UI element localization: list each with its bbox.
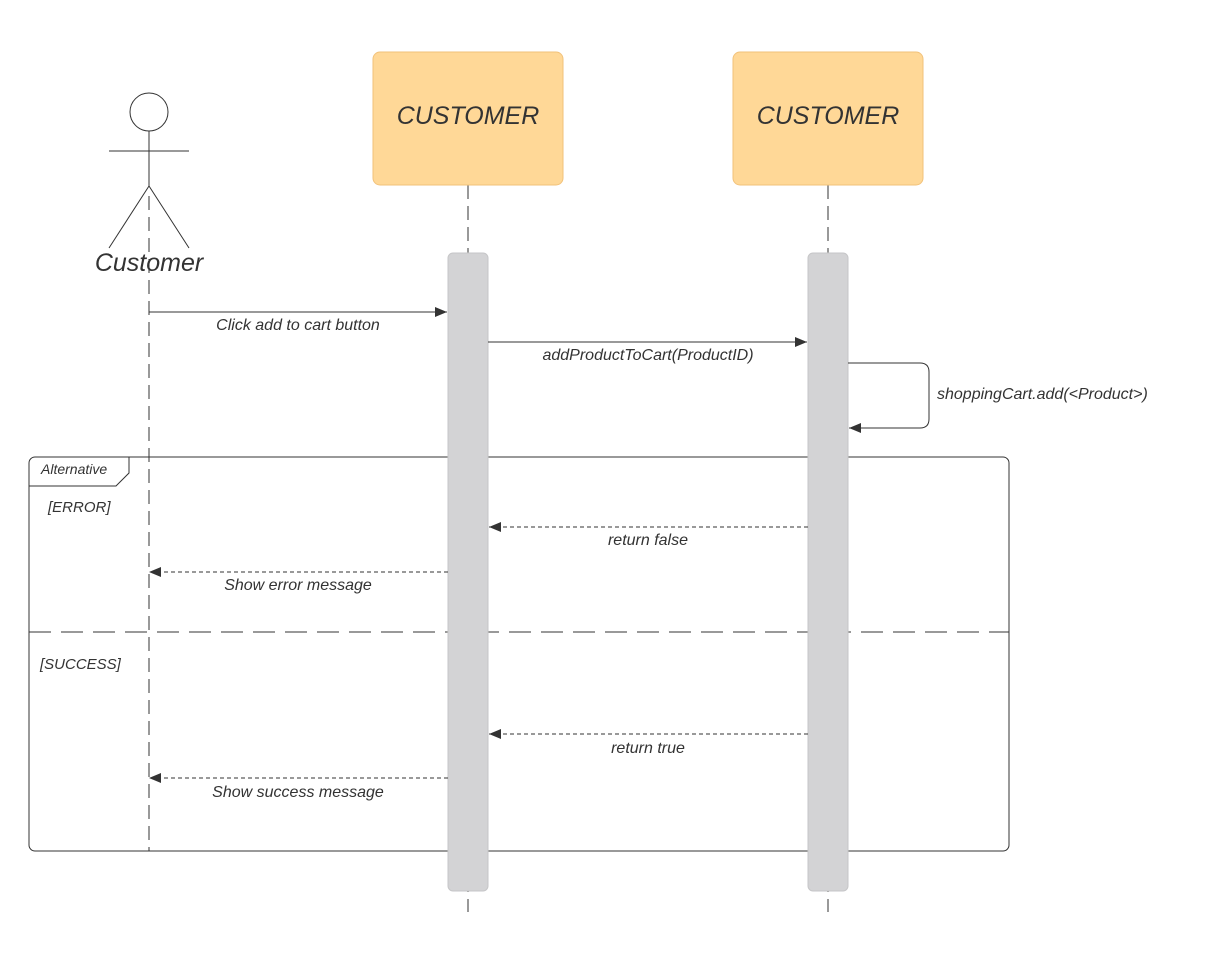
message-show-success: Show success message bbox=[149, 773, 448, 801]
participant-1-head bbox=[372, 51, 564, 186]
message-label: return false bbox=[608, 532, 688, 549]
participant-2: CUSTOMER bbox=[732, 51, 924, 912]
message-show-error: Show error message bbox=[149, 567, 448, 594]
message-add-product: addProductToCart(ProductID) bbox=[488, 337, 807, 364]
participant-2-label: CUSTOMER bbox=[757, 102, 900, 130]
alt-frame-label: Alternative bbox=[40, 461, 107, 477]
actor-name: Customer bbox=[95, 249, 205, 277]
message-label: Click add to cart button bbox=[216, 317, 380, 334]
participant-2-activation-bar bbox=[807, 252, 849, 892]
alt-frame-border bbox=[28, 456, 1010, 852]
message-label: Show success message bbox=[212, 784, 384, 801]
alt-fragment: Alternative [ERROR] [SUCCESS] bbox=[28, 456, 1010, 852]
participant-1-label: CUSTOMER bbox=[397, 102, 540, 130]
message-return-false: return false bbox=[489, 522, 808, 549]
guard-success: [SUCCESS] bbox=[39, 656, 122, 673]
participant-1: CUSTOMER bbox=[372, 51, 564, 912]
guard-error: [ERROR] bbox=[47, 499, 111, 516]
alt-frame-tab bbox=[29, 457, 130, 487]
message-label: return true bbox=[611, 740, 685, 757]
stick-figure-icon bbox=[108, 92, 190, 249]
participant-1-activation-bar bbox=[447, 252, 489, 892]
message-return-true: return true bbox=[489, 729, 808, 757]
message-label: Show error message bbox=[224, 577, 372, 594]
message-click-add: Click add to cart button bbox=[149, 307, 447, 334]
message-label: addProductToCart(ProductID) bbox=[542, 347, 753, 364]
self-call-arrow bbox=[848, 362, 930, 433]
actor-customer: Customer bbox=[95, 92, 205, 851]
message-self-call: shoppingCart.add(<Product>) bbox=[848, 362, 1148, 433]
message-label: shoppingCart.add(<Product>) bbox=[937, 386, 1148, 403]
participant-2-head bbox=[732, 51, 924, 186]
